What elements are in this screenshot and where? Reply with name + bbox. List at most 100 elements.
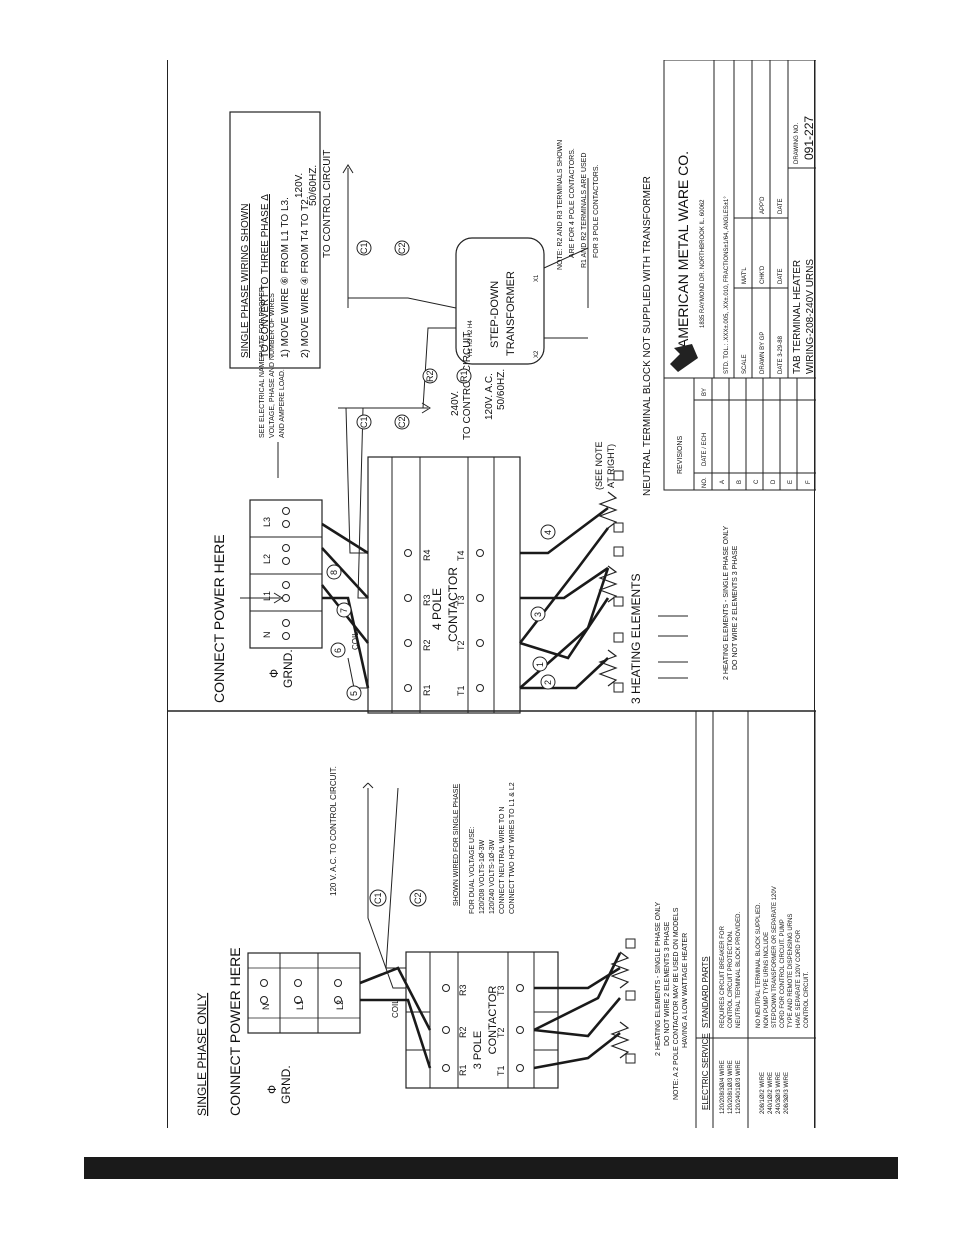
left-coil-label: COIL — [391, 999, 400, 1018]
left-terminal-t2: T2 — [496, 1027, 506, 1038]
phase-box-line-3: 2) MOVE WIRE ④ FROM T4 TO T2. — [300, 196, 311, 358]
left-wired-line-1: FOR DUAL VOLTAGE USE: — [469, 827, 476, 914]
transformer-pins-h: H1 H3 H2 H4 — [468, 320, 474, 356]
transformer-label-1: STEP-DOWN — [489, 281, 501, 348]
transformer-pin-x1: X1 — [534, 274, 540, 282]
table-r2-parts-6: HAVE SEPARATE 120V CORD FOR — [796, 929, 802, 1028]
tb-matl: MAT'L — [742, 267, 748, 284]
left-terminal-r3: R3 — [458, 984, 468, 996]
drawing-sheet: SINGLE PHASE ONLY CONNECT POWER HERE N L… — [167, 60, 816, 1128]
right-ground-symbol: Ф — [267, 669, 281, 678]
left-terminal-t1: T1 — [496, 1065, 506, 1076]
right-terminal-l3: L3 — [262, 517, 272, 527]
left-contactor — [405, 951, 559, 1089]
right-connect-label: CONNECT POWER HERE — [211, 534, 227, 703]
transformer-pin-x2: X2 — [534, 350, 540, 358]
right-terminal-l2: L2 — [262, 554, 272, 564]
tb-row-e: E — [788, 480, 794, 484]
right-contactor — [367, 456, 521, 714]
phase-box-title: SINGLE PHASE WIRING SHOWN — [240, 204, 251, 358]
voltage-240: 240V. — [450, 391, 461, 416]
transformer-r1: R1 — [459, 370, 469, 382]
terminal-note-1: NOTE: R2 AND R3 TERMINALS SHOWN — [557, 140, 564, 270]
left-title: SINGLE PHASE ONLY — [195, 993, 209, 1116]
tb-address: 1835 RAYMOND DR. NORTHBROOK IL. 60062 — [700, 199, 706, 328]
left-elements-note-3: NOTE: A 2 POLE CONTACTOR MAY BE USED ON … — [673, 907, 680, 1100]
right-grnd-label: GRND. — [281, 649, 295, 688]
control1-label: TO CONTROL CIRCUIT — [462, 332, 473, 440]
right-elements-note-2: DO NOT WIRE 2 ELEMENTS 3 PHASE — [732, 545, 739, 670]
table-r2-parts-2: NON PUMP TYPE URNS INCLUDE — [764, 932, 770, 1028]
left-wired-line-2: 120/208 VOLTS-1Ø-3W — [479, 839, 486, 914]
wire-number-4: 4 — [543, 530, 553, 535]
tb-row-a: A — [720, 480, 726, 484]
wire-number-7: 7 — [339, 608, 349, 613]
table-r2-parts-7: CONTROL CIRCUIT. — [804, 972, 810, 1028]
left-heating-elements — [610, 938, 636, 1064]
left-contactor-label-1: 3 POLE — [472, 1031, 484, 1070]
table-r2-service-2: 240/1Ø/2 WIRE — [768, 1072, 774, 1114]
terminal-note-2: ARE FOR 4 POLE CONTACTORS. — [569, 148, 576, 258]
left-wired-line-4: CONNECT NEUTRAL WIRE TO N — [499, 807, 506, 914]
tb-scale: SCALE — [742, 354, 748, 374]
table-r2-parts-3: STEPDOWN TRANSFORMER OR SEPARATE 120V — [772, 886, 778, 1028]
left-terminal-r2: R2 — [458, 1026, 468, 1038]
tb-date-label: DATE — [778, 268, 784, 284]
left-c1-label: C1 — [373, 892, 383, 904]
control1-volts: 120V. A.C. — [484, 373, 495, 420]
control2-hz: 50/60HZ. — [308, 165, 319, 206]
wire-number-5: 5 — [349, 691, 359, 696]
transformer-r2: R2 — [425, 370, 435, 382]
control-circuit-2 — [342, 164, 410, 308]
terminal-note-4: FOR 3 POLE CONTACTORS. — [593, 164, 600, 258]
left-wired-title: SHOWN WIRED FOR SINGLE PHASE — [453, 784, 460, 906]
left-terminal-n: N — [261, 1004, 271, 1011]
left-wired-line-3: 120/240 VOLTS-1Ø-3W — [489, 839, 496, 914]
right-terminal-r3: R3 — [422, 594, 432, 606]
control1-c1: C1 — [359, 416, 369, 428]
right-elements-title: 3 HEATING ELEMENTS — [629, 574, 643, 704]
left-elements-note-4: HAVING A LOW WATTAGE HEATER — [682, 933, 689, 1048]
table-r2-parts-1: NO NEUTRAL TERMINAL BLOCK SUPPLIED. — [756, 903, 762, 1028]
wire-number-2: 2 — [543, 680, 553, 685]
transformer-r2-circle — [422, 368, 438, 384]
nameplate-note-3: AND AMPERE LOAD. — [279, 369, 286, 438]
table-r2-parts-5: TYPE AND REMOTE DISPENSING URNS — [788, 914, 794, 1028]
control2-c2: C2 — [397, 242, 407, 254]
tb-date-label-2: DATE — [778, 198, 784, 214]
element-symbols — [658, 615, 688, 679]
right-heating-elements — [598, 470, 624, 693]
tb-revisions: REVISIONS — [677, 436, 684, 474]
table-r2-service-1: 208/1Ø/2 WIRE — [760, 1072, 766, 1114]
nameplate-note-1: SEE ELECTRICAL NAMEPLATE FOR PROPER — [259, 287, 266, 438]
see-note-1: (SEE NOTE — [594, 441, 604, 490]
right-terminal-r2: R2 — [422, 639, 432, 651]
table-col-service: ELECTRIC SERVICE — [701, 1033, 710, 1110]
control2-label: TO CONTROL CIRCUIT — [322, 150, 333, 258]
rotated-drawing: SINGLE PHASE ONLY CONNECT POWER HERE N L… — [168, 60, 816, 1128]
table-r1-parts-2: CONTROL CIRCUIT PROTECTION. — [728, 930, 734, 1028]
transformer-r1-circle — [456, 368, 472, 384]
right-contactor-label-1: 4 POLE — [430, 588, 444, 630]
tb-row-c: C — [754, 479, 760, 484]
table-r1-service-3: 120/240/1Ø/3 WIRE — [736, 1060, 742, 1114]
control2-c1: C1 — [359, 242, 369, 254]
wire-number-3: 3 — [533, 612, 543, 617]
tb-no: NO. — [702, 477, 708, 488]
table-r2-service-4: 208/3Ø/3 WIRE — [784, 1072, 790, 1114]
control1-c2: C2 — [397, 416, 407, 428]
table-r2-parts-4: CORD FOR CONTROL CIRCUIT. PUMP — [780, 919, 786, 1028]
wire-number-6: 6 — [333, 648, 343, 653]
left-terminal-l2: L2 — [335, 1000, 345, 1010]
left-c2-label: C2 — [413, 892, 423, 904]
title-block — [663, 60, 816, 491]
wiring-diagram: SINGLE PHASE ONLY CONNECT POWER HERE N L… — [168, 60, 816, 1128]
right-terminal-t1: T1 — [456, 685, 466, 696]
neutral-note: NEUTRAL TERMINAL BLOCK NOT SUPPLIED WITH… — [642, 176, 653, 496]
right-terminal-t4: T4 — [456, 550, 466, 561]
right-terminal-l1: L1 — [262, 591, 272, 601]
control2-volts: 120V. — [294, 173, 305, 198]
right-terminal-r4: R4 — [422, 549, 432, 561]
phase-box — [229, 111, 321, 369]
left-contactor-label-2: CONTACTOR — [487, 986, 499, 1055]
